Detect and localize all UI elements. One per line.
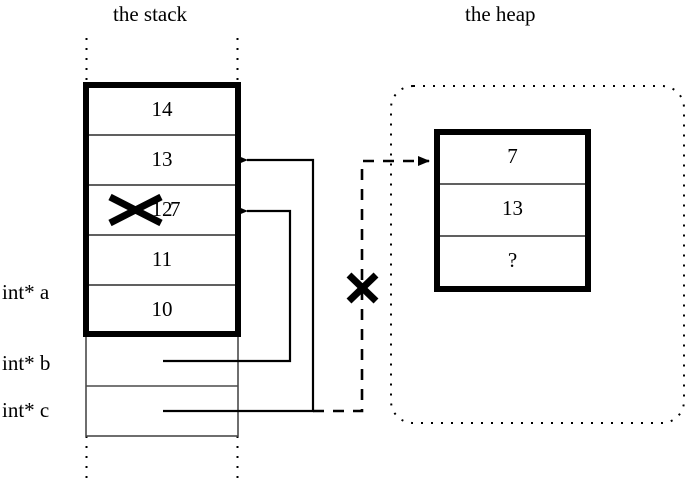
stack-cell-value-2-struck: 12: [151, 197, 173, 221]
stack-cell-value-2-replacement: 7: [170, 197, 181, 221]
stack-cell-value-0: 14: [151, 97, 173, 121]
variable-label-c: int* c: [2, 398, 50, 422]
stack-cell-value-4: 10: [151, 297, 173, 321]
pointer-a-arrow: [163, 155, 315, 413]
stack-title: the stack: [113, 2, 188, 26]
stack-cell-value-1: 13: [151, 147, 173, 171]
pointer-c-dangling-arrow: [313, 156, 430, 413]
heap-block: [434, 129, 591, 292]
heap-cell-value-1: 13: [502, 196, 523, 220]
heap-cell-value-0: 7: [507, 144, 518, 168]
variable-label-b: int* b: [2, 351, 51, 375]
heap-cell-value-2: ?: [507, 248, 518, 272]
struck-value-x-icon: [108, 193, 163, 227]
heap-title: the heap: [465, 2, 536, 26]
dangling-pointer-x-icon: [346, 272, 379, 304]
variable-label-a: int* a: [2, 280, 50, 304]
stack-cell-value-3: 11: [151, 247, 173, 271]
pointer-b-arrow: [163, 206, 292, 363]
heap-region-boundary: [390, 85, 685, 424]
stack-lower-frame: [85, 333, 239, 437]
